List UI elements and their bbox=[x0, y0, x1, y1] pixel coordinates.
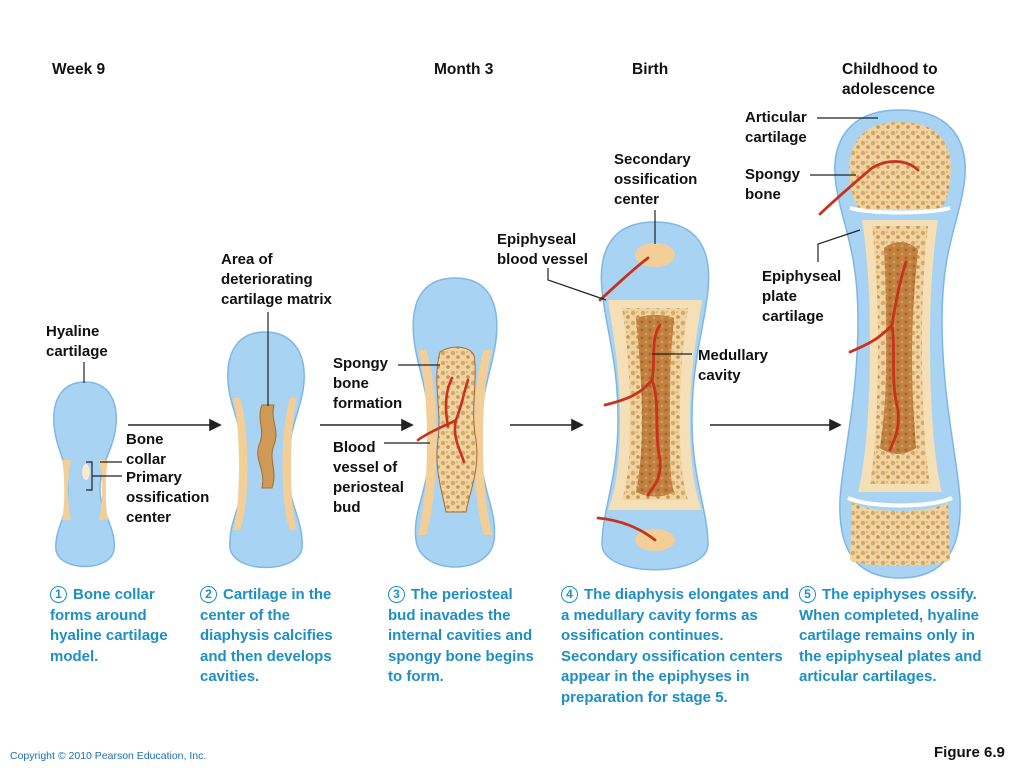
label-hyaline-cartilage: Hyaline cartilage bbox=[46, 323, 108, 360]
step-number-1: 1 bbox=[50, 586, 67, 603]
heading-childhood: Childhood to adolescence bbox=[842, 61, 938, 98]
label-primary-ossification: Primary ossification center bbox=[126, 469, 210, 526]
label-articular-cartilage: Articular cartilage bbox=[745, 109, 807, 146]
bone-stage-5 bbox=[818, 109, 966, 579]
copyright-text: Copyright © 2010 Pearson Education, Inc. bbox=[10, 750, 207, 762]
label-medullary-cavity: Medullary cavity bbox=[698, 347, 769, 384]
leader-lines bbox=[83, 117, 878, 491]
step-number-4: 4 bbox=[561, 586, 578, 603]
bone-stage-3 bbox=[412, 277, 498, 568]
step-number-2: 2 bbox=[200, 586, 217, 603]
bone-stage-1 bbox=[53, 381, 117, 568]
step-number-3: 3 bbox=[388, 586, 405, 603]
label-secondary-ossification: Secondary ossification center bbox=[614, 151, 698, 208]
stage-arrows bbox=[128, 418, 842, 432]
heading-month-3: Month 3 bbox=[434, 61, 494, 78]
step-number-5: 5 bbox=[799, 586, 816, 603]
label-spongy-bone-formation: Spongy bone formation bbox=[333, 355, 403, 412]
label-bone-collar: Bone collar bbox=[126, 431, 167, 468]
heading-week-9: Week 9 bbox=[52, 61, 106, 78]
label-epiphyseal-blood-vessel: Epiphyseal blood vessel bbox=[497, 231, 588, 268]
label-deteriorating-matrix: Area of deteriorating cartilage matrix bbox=[221, 251, 332, 308]
label-epiphyseal-plate: Epiphyseal plate cartilage bbox=[762, 268, 842, 325]
label-spongy-bone: Spongy bone bbox=[745, 166, 800, 203]
bone-stage-4 bbox=[596, 221, 710, 571]
bone-stage-2 bbox=[227, 331, 305, 569]
figure-number: Figure 6.9 bbox=[934, 744, 1005, 761]
heading-birth: Birth bbox=[632, 61, 669, 78]
label-blood-vessel-bud: Blood vessel of periosteal bud bbox=[333, 439, 404, 516]
